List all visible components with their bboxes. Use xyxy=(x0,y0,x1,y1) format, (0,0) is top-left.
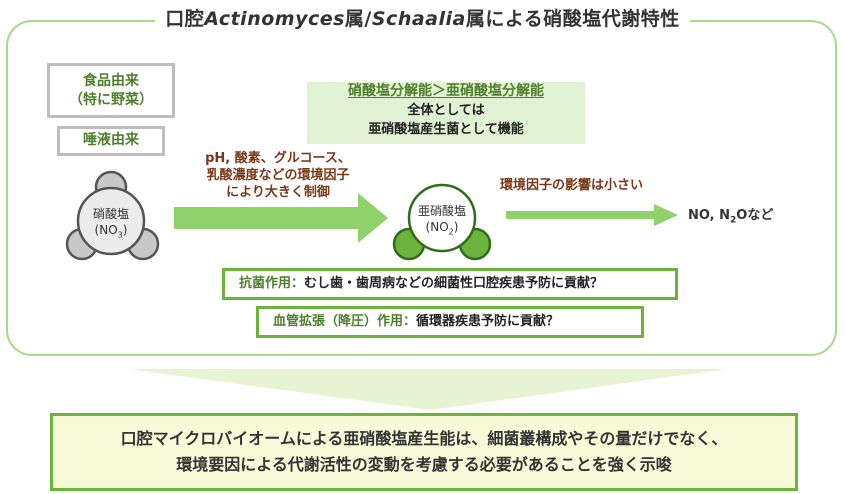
nitrate-molecule xyxy=(65,170,160,261)
funnel-shape xyxy=(130,369,726,410)
activity-label: 硝酸塩分解能＞亜硝酸塩分解能 全体としては 亜硝酸塩産生菌として機能 xyxy=(307,82,585,144)
environmental-factors-text: pH, 酸素、グルコース、 乳酸濃度などの環境因子 により大きく制御 xyxy=(205,151,351,200)
nitrite-formula: (NO2) xyxy=(425,220,459,237)
conversion-arrow xyxy=(506,204,678,226)
food-source-box: 食品由来 （特に野菜） xyxy=(47,63,175,118)
antibacterial-effect-box: 抗菌作用：むし歯・歯周病などの細菌性口腔疾患予防に貢献？ xyxy=(222,268,678,300)
nitrite-molecule xyxy=(392,183,492,261)
diagram-title: 口腔Actinomyces属/Schaalia属による硝酸塩代謝特性 xyxy=(155,4,690,31)
vasodilation-effect-box: 血管拡張（降圧）作用：循環器疾患予防に貢献？ xyxy=(256,306,644,338)
saliva-source-box: 唾液由来 xyxy=(57,126,165,156)
nitrate-label: 硝酸塩 (NO3) xyxy=(78,206,144,243)
nitrate-formula: (NO3) xyxy=(94,223,128,240)
reduction-arrow xyxy=(174,193,388,243)
title-wrap: 口腔Actinomyces属/Schaalia属による硝酸塩代謝特性 xyxy=(0,4,845,31)
conclusion-box: 口腔マイクロバイオームによる亜硝酸塩産生能は、細菌叢構成やその量だけでなく、 環… xyxy=(50,413,798,491)
products-text: NO, N2Oなど xyxy=(688,208,774,226)
nitrite-label: 亜硝酸塩 (NO2) xyxy=(409,203,475,240)
env-influence-text: 環境因子の影響は小さい xyxy=(500,178,644,193)
